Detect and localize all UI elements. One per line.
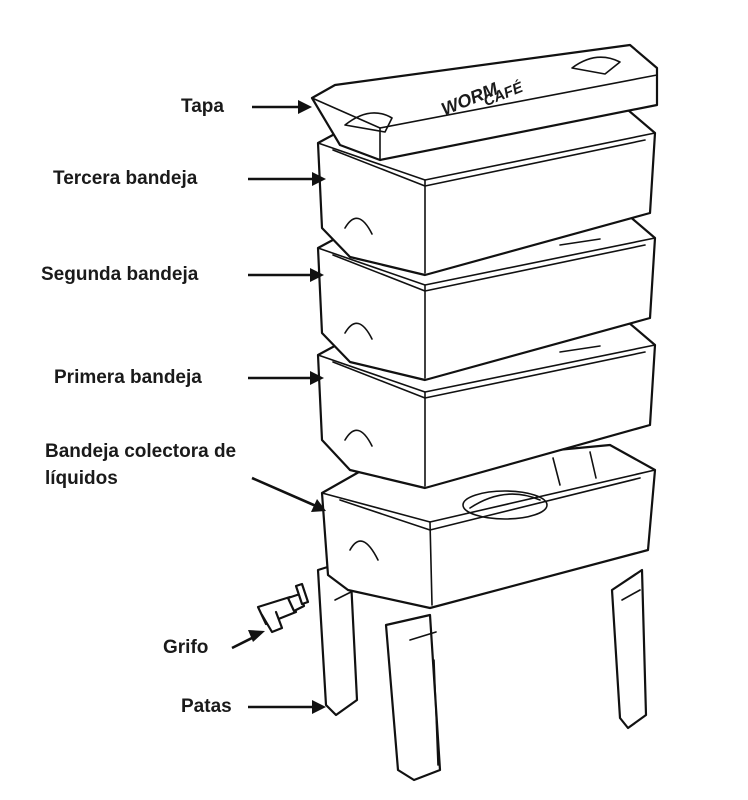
label-bandeja-colectora-line1: Bandeja colectora de [45, 441, 237, 462]
arrow-primera [248, 371, 324, 385]
label-primera-bandeja: Primera bandeja [54, 367, 202, 388]
label-tapa: Tapa [181, 96, 224, 117]
lid [310, 43, 659, 162]
leg-front-middle [384, 613, 442, 782]
label-patas: Patas [181, 696, 232, 717]
faucet [256, 582, 310, 634]
arrow-patas [248, 700, 326, 714]
leg-back-right [610, 568, 648, 730]
arrow-tapa [252, 100, 312, 114]
label-grifo: Grifo [163, 637, 209, 658]
label-bandeja-colectora-line2: líquidos [45, 468, 118, 489]
arrow-segunda [248, 268, 324, 282]
label-tercera-bandeja: Tercera bandeja [53, 168, 198, 189]
label-segunda-bandeja: Segunda bandeja [41, 264, 199, 285]
arrow-colectora [251, 476, 326, 512]
arrow-tercera [248, 172, 326, 186]
arrow-grifo [231, 630, 265, 650]
